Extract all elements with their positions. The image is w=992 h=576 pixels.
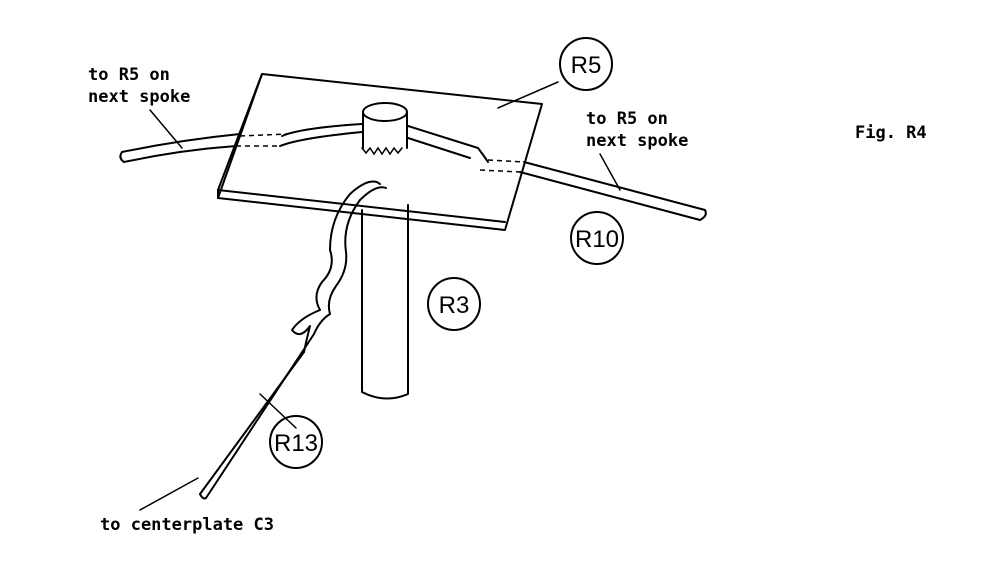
svg-text:R10: R10 bbox=[575, 226, 619, 253]
figure-label: Fig. R4 bbox=[855, 123, 927, 143]
callout-ground-wire: R13 bbox=[269, 415, 323, 469]
svg-text:R5: R5 bbox=[571, 52, 602, 79]
left-spoke-wire bbox=[119, 133, 289, 163]
hub-right-wire bbox=[407, 125, 489, 163]
left-wire-label-line2: next spoke bbox=[88, 87, 190, 107]
hub bbox=[361, 102, 408, 156]
left-wire-label-line1: to R5 on bbox=[88, 65, 170, 85]
callout-post: R3 bbox=[427, 277, 481, 331]
svg-text:R3: R3 bbox=[439, 292, 470, 319]
svg-text:R13: R13 bbox=[274, 430, 318, 457]
bottom-wire-label: to centerplate C3 bbox=[100, 515, 274, 535]
right-wire-label-line2: next spoke bbox=[586, 131, 688, 151]
callout-plate: R5 bbox=[559, 37, 613, 91]
leader-lines bbox=[139, 81, 621, 511]
plate-r5 bbox=[217, 73, 543, 231]
ground-wire bbox=[199, 180, 387, 500]
right-spoke-wire bbox=[479, 159, 707, 221]
post-r3 bbox=[361, 204, 409, 400]
right-wire-label-line1: to R5 on bbox=[586, 109, 668, 129]
callout-spoke-wire: R10 bbox=[570, 211, 624, 265]
plate-top-wire bbox=[279, 123, 363, 147]
